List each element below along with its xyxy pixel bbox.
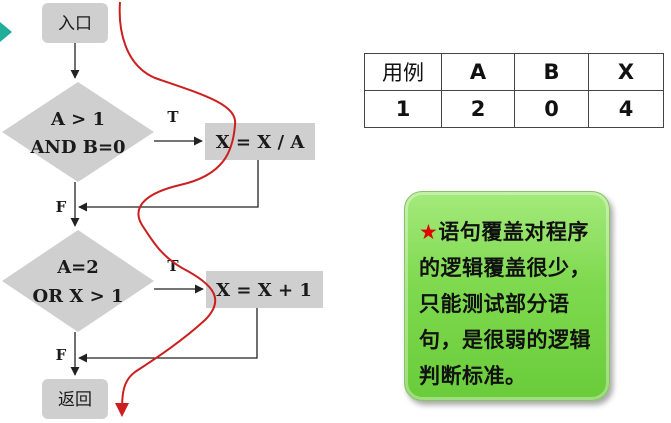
table-header-cell: X xyxy=(588,53,664,91)
table-cell: 0 xyxy=(514,90,589,128)
true-label-2: T xyxy=(167,257,179,275)
table-cell: 2 xyxy=(441,90,515,128)
note-callout: ★语句覆盖对程序的逻辑覆盖很少，只能测试部分语句，是很弱的逻辑判断标准。 xyxy=(404,191,610,401)
merge-arrow-2 xyxy=(78,308,258,363)
process-2-label: X = X + 1 xyxy=(216,280,312,301)
process-1-label: X = X / A xyxy=(216,132,306,153)
process-1 xyxy=(205,123,315,160)
execution-path-curve xyxy=(115,1,237,417)
decision-1 xyxy=(2,82,154,182)
decision-1-line2: AND B=0 xyxy=(29,137,125,158)
table-cell: 4 xyxy=(588,90,664,128)
false-label-1: F xyxy=(56,198,67,216)
decision-2 xyxy=(2,230,154,332)
merge-arrow-1 xyxy=(78,160,259,212)
table-header-cell: B xyxy=(514,53,589,91)
table-row: 1 2 0 4 xyxy=(364,90,664,128)
exit-terminal xyxy=(42,379,108,419)
note-body: 语句覆盖对程序的逻辑覆盖很少，只能测试部分语句，是很弱的逻辑判断标准。 xyxy=(419,220,591,388)
entry-label: 入口 xyxy=(58,14,92,34)
true-label-1: T xyxy=(167,108,179,126)
entry-terminal xyxy=(42,3,108,43)
table-header-cell: A xyxy=(441,53,515,91)
table-cell: 1 xyxy=(364,90,442,128)
star-icon: ★ xyxy=(419,220,439,244)
decision-1-line1: A > 1 xyxy=(50,109,105,130)
test-case-table: 用例 A B X 1 2 0 4 xyxy=(364,53,664,128)
exit-label: 返回 xyxy=(58,390,92,410)
decision-2-line1: A=2 xyxy=(56,257,99,278)
decision-2-line2: OR X > 1 xyxy=(32,286,123,307)
slide-marker-icon xyxy=(0,22,12,42)
note-text: ★语句覆盖对程序的逻辑覆盖很少，只能测试部分语句，是很弱的逻辑判断标准。 xyxy=(419,214,595,394)
table-header-cell: 用例 xyxy=(364,53,442,91)
table-header-row: 用例 A B X xyxy=(364,53,664,91)
process-2 xyxy=(206,271,323,308)
false-label-2: F xyxy=(56,346,67,364)
